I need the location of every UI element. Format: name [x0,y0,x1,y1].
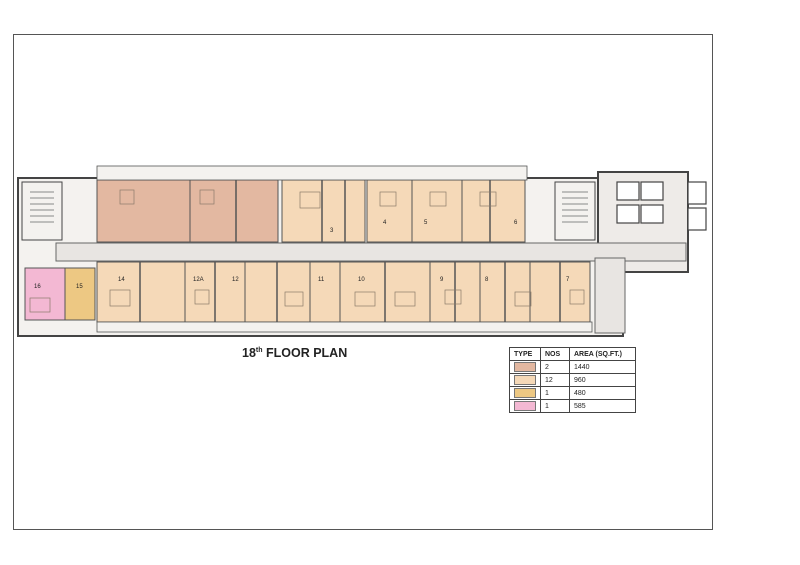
legend-nos: 2 [540,360,570,374]
unit-label-11: 11 [318,277,325,283]
unit-15 [64,267,96,321]
unit-6 [461,179,526,243]
legend-area: 480 [569,386,636,400]
legend-header-nos: NOS [540,347,570,361]
unit-label-12a: 12A [193,277,204,283]
unit-legend-table: TYPE NOS AREA (SQ.FT.) 2 1440 12 960 1 4… [509,347,636,413]
legend-nos: 1 [540,399,570,413]
balcony-bottom [96,321,593,333]
legend-swatch-480 [514,388,536,398]
title-number: 18 [242,346,256,360]
legend-area: 960 [569,373,636,387]
legend-nos: 12 [540,373,570,387]
stair-west [21,181,63,241]
unit-label-8: 8 [485,277,489,283]
legend-header-type: TYPE [509,347,541,361]
unit-1440-a [96,179,191,243]
corridor [55,242,687,262]
legend-row: 1 480 [509,386,636,400]
corridor-balcony [594,257,626,334]
stair-treads-east [562,191,588,223]
stair-treads-west [30,191,54,223]
unit-label-9: 9 [440,277,444,283]
unit-label-3: 3 [330,228,334,234]
legend-area: 1440 [569,360,636,374]
partition-walls [139,180,561,322]
floor-plan-title: 18th FLOOR PLAN [242,346,347,360]
legend-swatch-585 [514,401,536,411]
unit-label-7: 7 [566,277,570,283]
unit-4 [366,179,413,243]
unit-label-12: 12 [232,277,239,283]
unit-label-6: 6 [514,220,518,226]
legend-swatch-960 [514,375,536,385]
balcony-top [96,165,528,181]
unit-label-5: 5 [424,220,428,226]
unit-5 [411,179,463,243]
unit-3 [281,179,366,243]
legend-header-row: TYPE NOS AREA (SQ.FT.) [509,347,636,361]
unit-11 [309,261,341,323]
legend-area: 585 [569,399,636,413]
unit-label-16: 16 [34,284,41,290]
unit-label-14: 14 [118,277,125,283]
unit-1440-b [189,179,279,243]
unit-label-10: 10 [358,277,365,283]
legend-row: 2 1440 [509,360,636,374]
legend-swatch-1440 [514,362,536,372]
unit-label-4: 4 [383,220,387,226]
title-superscript: th [255,347,263,354]
furniture [29,189,585,313]
legend-row: 12 960 [509,373,636,387]
unit-16 [24,267,66,321]
drawing-border [13,34,713,530]
unit-label-15: 15 [76,284,83,290]
legend-row: 1 585 [509,399,636,413]
lift-core [616,181,707,231]
legend-nos: 1 [540,386,570,400]
legend-header-area: AREA (SQ.FT.) [569,347,636,361]
stair-east [554,181,596,241]
title-text: FLOOR PLAN [262,346,348,360]
